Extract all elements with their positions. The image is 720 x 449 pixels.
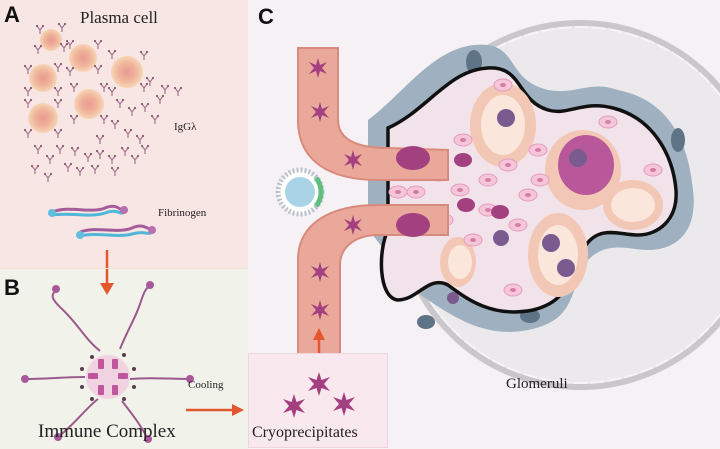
plasma-cells xyxy=(28,29,143,133)
plasma-cell-illustration xyxy=(23,22,183,268)
igg-lambda-label: IgGλ xyxy=(174,121,197,133)
panel-a: A Plasma cell xyxy=(0,0,248,268)
immune-complex-illustration xyxy=(21,269,244,443)
glomerulus-illustration xyxy=(275,20,720,390)
immune-complex-core xyxy=(80,353,136,401)
cryoprecipitates-label: Cryoprecipitates xyxy=(252,424,358,441)
cooling-label: Cooling xyxy=(188,379,224,391)
panel-label-b: B xyxy=(4,275,20,300)
plasma-cell-title: Plasma cell xyxy=(80,8,158,27)
panel-label-c: C xyxy=(258,4,274,29)
immune-complex-title: Immune Complex xyxy=(38,421,176,442)
cryoprecipitates-box: Cryoprecipitates xyxy=(248,353,388,448)
cryoprecipitate-stars xyxy=(283,372,355,418)
fibrinogen-molecules xyxy=(48,204,156,239)
panel-b: B xyxy=(0,268,248,449)
capillary-loops xyxy=(440,83,663,304)
fibrinogen-label: Fibrinogen xyxy=(158,207,207,219)
immune-complex-arms xyxy=(24,284,191,440)
glomeruli-label: Glomeruli xyxy=(506,376,568,392)
panel-label-a: A xyxy=(4,2,20,27)
immune-deposits xyxy=(454,153,509,219)
afferent-arteriole xyxy=(297,204,449,361)
efferent-arteriole xyxy=(297,47,449,181)
